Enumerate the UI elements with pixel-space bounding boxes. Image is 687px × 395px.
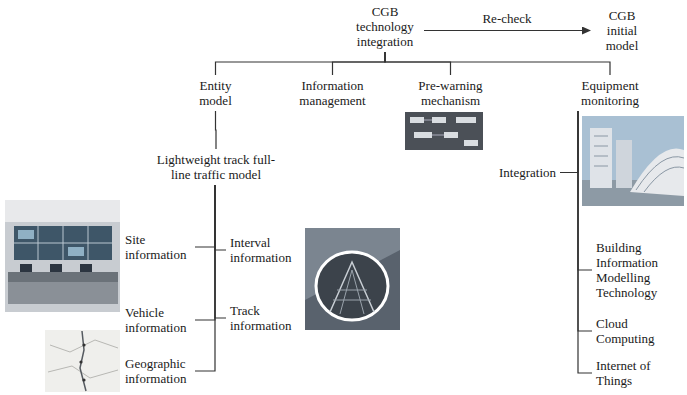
tree-node: Lightweight track full-line traffic mode… bbox=[149, 152, 283, 182]
tree-line bbox=[578, 111, 592, 373]
node-text: Interval information bbox=[230, 235, 296, 265]
tree-line bbox=[578, 111, 592, 331]
tree-line bbox=[215, 185, 226, 318]
node-text: Lightweight track full-line traffic mode… bbox=[149, 152, 283, 182]
control-room-photo bbox=[5, 200, 120, 312]
node-text: Track information bbox=[230, 303, 296, 333]
tree-node: Geographic information bbox=[125, 356, 191, 386]
edge-label: Re-check bbox=[480, 11, 533, 26]
tree-line bbox=[195, 185, 215, 320]
node-text: Internet of Things bbox=[596, 358, 652, 388]
tree-node: Equipment monitoring bbox=[570, 78, 650, 108]
tree-line bbox=[385, 52, 451, 75]
tree-node: Track information bbox=[230, 303, 296, 333]
tree-node: Pre-warning mechanism bbox=[408, 78, 493, 108]
tree-node: Interval information bbox=[230, 235, 296, 265]
warning-screen bbox=[405, 112, 483, 150]
node-text: Pre-warning mechanism bbox=[408, 78, 493, 108]
arrow-connector bbox=[424, 30, 590, 31]
tree-node: Building Information Modelling Technolog… bbox=[596, 240, 666, 300]
node-text: Cloud Computing bbox=[596, 316, 666, 346]
tree-node: Information management bbox=[290, 78, 375, 108]
tree-line bbox=[333, 52, 386, 75]
tree-node: Vehicle information bbox=[125, 305, 191, 335]
tree-node: CGB technology integration bbox=[350, 4, 420, 49]
tunnel-render bbox=[305, 228, 400, 330]
tree-line bbox=[578, 111, 592, 270]
node-text: Equipment monitoring bbox=[570, 78, 650, 108]
node-text: CGB initial model bbox=[594, 8, 650, 53]
tree-node: Integration bbox=[492, 165, 556, 180]
tree-line bbox=[215, 185, 226, 250]
tree-line bbox=[195, 185, 215, 247]
tree-node: Internet of Things bbox=[596, 358, 652, 388]
tree-line bbox=[215, 111, 217, 149]
route-map bbox=[45, 330, 120, 392]
tree-node: Site information bbox=[125, 232, 191, 262]
node-text: Building Information Modelling Technolog… bbox=[596, 240, 666, 300]
tree-line bbox=[385, 52, 610, 75]
tree-line bbox=[195, 185, 215, 371]
node-text: CGB technology integration bbox=[350, 4, 420, 49]
tree-line bbox=[560, 111, 578, 173]
tree-line bbox=[216, 52, 386, 75]
node-text: Information management bbox=[290, 78, 375, 108]
tree-node: Entity model bbox=[188, 78, 243, 108]
tree-node: CGB initial model bbox=[594, 8, 650, 53]
node-text: Integration bbox=[492, 165, 556, 180]
node-text: Entity model bbox=[188, 78, 243, 108]
tree-node: Cloud Computing bbox=[596, 316, 666, 346]
building-render bbox=[582, 116, 684, 206]
node-text: Vehicle information bbox=[125, 305, 191, 335]
node-text: Site information bbox=[125, 232, 191, 262]
node-text: Geographic information bbox=[125, 356, 191, 386]
